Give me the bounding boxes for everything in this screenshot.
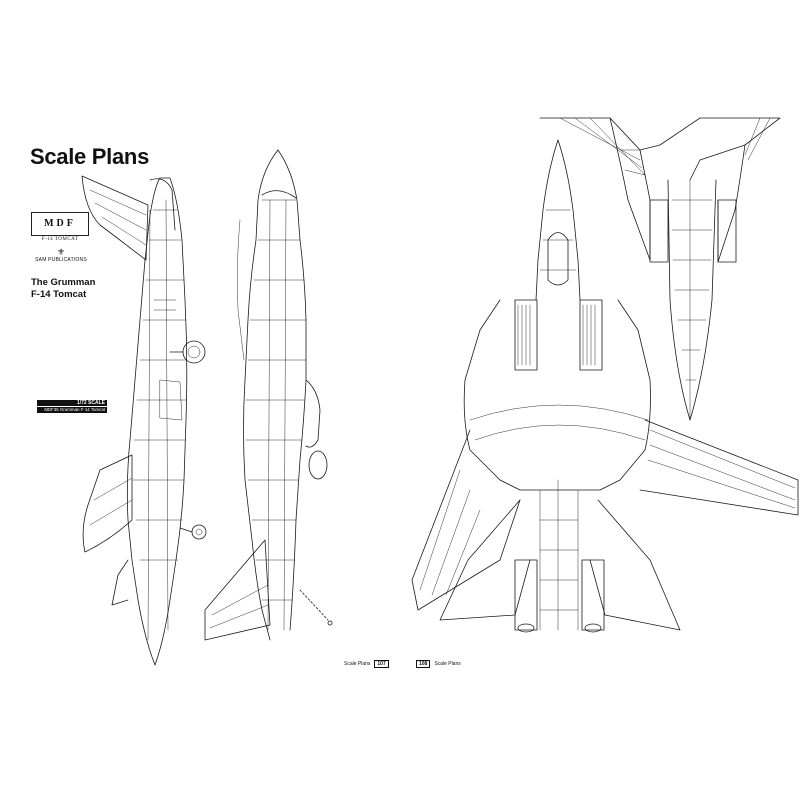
aircraft-title: The Grumman F-14 Tomcat	[31, 277, 95, 301]
logo-subtext: F-14 TOMCAT	[41, 237, 79, 242]
publisher-name: SAM PUBLICATIONS	[35, 257, 87, 263]
folio-right: 108 Scale Plans	[416, 660, 461, 668]
folio-right-number: 108	[416, 660, 431, 668]
folio-left-number: 107	[374, 660, 389, 668]
scale-caption: MDF35 Grumman F-14 Tomcat	[37, 407, 107, 413]
scale-label: 1/72 SCALE	[37, 400, 107, 406]
folio-right-label: Scale Plans	[434, 661, 461, 667]
folio-left-label: Scale Plans	[344, 661, 371, 667]
publisher-logo: ⚜ SAM PUBLICATIONS	[33, 247, 89, 264]
eagle-icon: ⚜	[56, 247, 66, 257]
scale-bar: 1/72 SCALE MDF35 Grumman F-14 Tomcat	[37, 400, 107, 413]
side-profile-view-2	[204, 149, 333, 641]
mdf-logo: MDF F-14 TOMCAT	[31, 212, 89, 242]
folio-left: Scale Plans 107	[344, 660, 389, 668]
logo-box: MDF	[31, 212, 89, 236]
aircraft-title-line1: The Grumman	[31, 277, 96, 288]
logo-text: MDF	[44, 218, 76, 229]
side-profile-view	[81, 175, 207, 666]
planform-view	[411, 139, 799, 633]
page-title: Scale Plans	[30, 144, 149, 169]
aircraft-title-line2: F-14 Tomcat	[31, 289, 87, 300]
underside-view	[539, 117, 781, 421]
